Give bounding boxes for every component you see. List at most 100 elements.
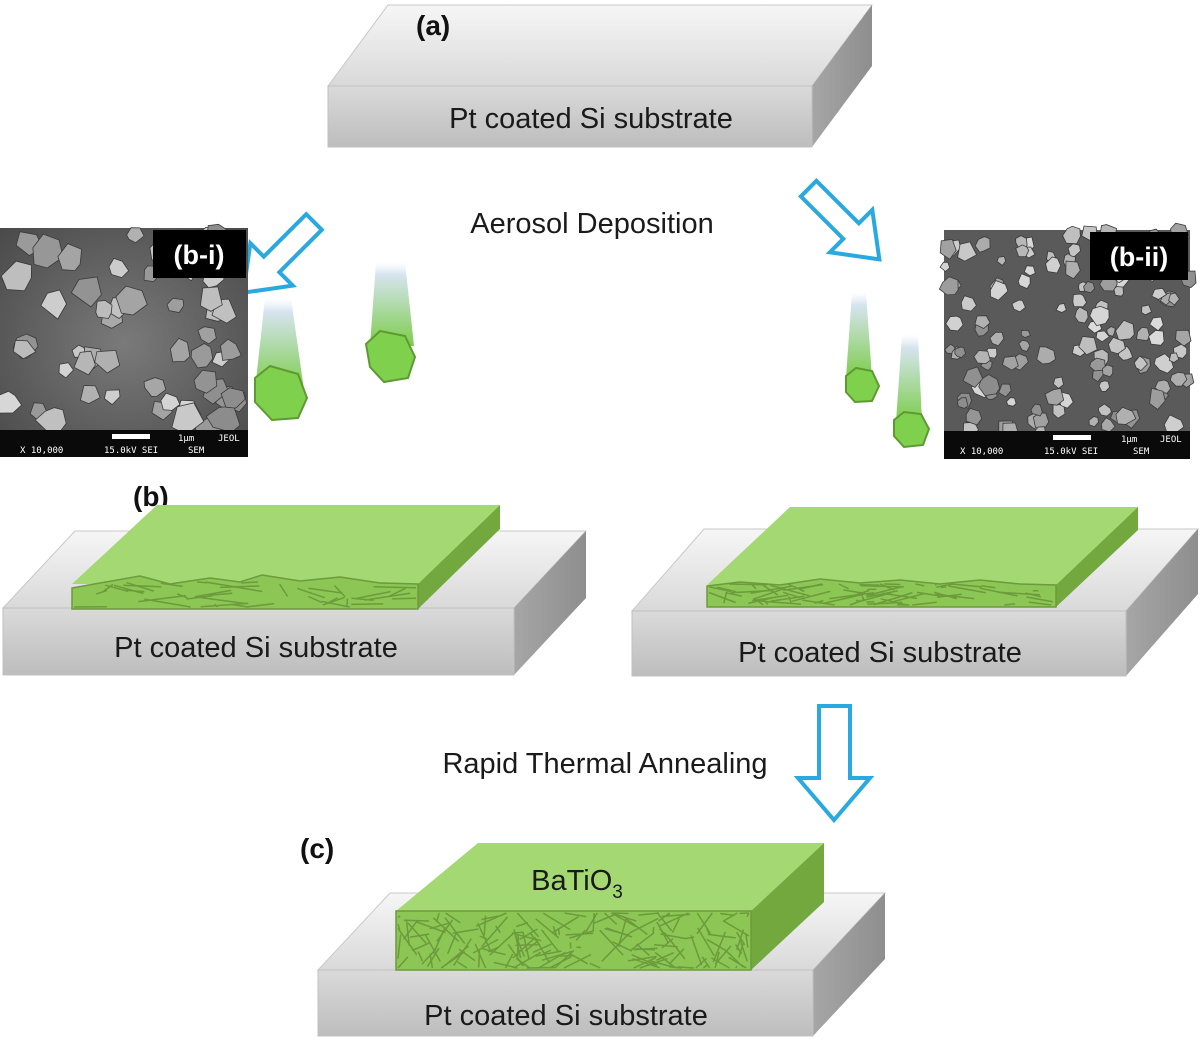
grain-line <box>635 943 651 957</box>
arrow-right-deposition <box>798 178 882 262</box>
sem-grain <box>94 349 121 374</box>
grain-line <box>529 932 539 943</box>
sem-grain <box>1168 292 1181 306</box>
grain-line <box>421 948 437 965</box>
sem-grain <box>95 299 113 319</box>
grain-line <box>685 936 695 940</box>
sem-grain <box>974 236 991 253</box>
grain-line <box>725 591 743 597</box>
sem-grain <box>954 346 966 359</box>
sem-grain <box>1168 352 1180 363</box>
sem-magnification: X 10,000 <box>960 447 1003 457</box>
grain-line <box>603 912 618 925</box>
grain-line <box>866 585 903 597</box>
grain-line <box>754 598 764 606</box>
grain-line <box>516 912 540 938</box>
substrate-b-left-label: Pt coated Si substrate <box>114 632 398 664</box>
sem-grain <box>1018 339 1031 352</box>
grain-line <box>584 912 598 934</box>
grain-line <box>96 589 108 595</box>
grain-line <box>279 583 289 597</box>
grain-line <box>654 951 677 969</box>
sem-grain <box>1099 276 1118 292</box>
grain-line <box>195 596 247 605</box>
grain-line <box>1004 603 1016 606</box>
sem-grain <box>1151 287 1168 300</box>
sem-grain <box>1015 244 1030 258</box>
grain-line <box>752 587 785 601</box>
grain-line <box>880 598 907 606</box>
grain-line <box>1026 596 1053 603</box>
grain-line <box>564 912 587 918</box>
grain-line <box>495 925 502 934</box>
sem-grain <box>1045 256 1062 274</box>
grain-line <box>814 599 824 604</box>
grain-line <box>542 912 571 931</box>
grain-line <box>654 943 678 948</box>
sem-grain <box>12 339 37 360</box>
grain-line <box>552 916 579 934</box>
sem-grain <box>1052 376 1064 389</box>
grain-line <box>750 585 793 595</box>
sem-grain <box>989 331 1005 347</box>
grain-line <box>707 933 736 939</box>
sem-image-b-i: 1μm JEOL X 10,000 15.0kV SEI SEM (b-i) <box>0 223 248 457</box>
sem-grain <box>1148 329 1165 346</box>
grain-line <box>241 581 258 584</box>
grain-line <box>650 960 672 968</box>
grain-line <box>522 931 530 960</box>
grain-line <box>569 953 589 965</box>
grain-line <box>535 918 560 939</box>
sem-grain <box>58 362 75 379</box>
grain-line <box>708 591 736 604</box>
sem-grain <box>115 285 148 316</box>
sem-grain <box>197 326 217 345</box>
sem-grain <box>0 260 32 292</box>
substrate-a: Pt coated Si substrate <box>327 4 873 148</box>
grain-line <box>246 602 275 608</box>
grain-line <box>788 596 792 603</box>
sem-magnification: X 10,000 <box>20 446 63 456</box>
sem-image-b-ii: 1μm JEOL X 10,000 15.0kV SEI SEM (b-ii) <box>938 222 1197 459</box>
sem-grain <box>1149 387 1166 411</box>
grain-line <box>513 932 526 957</box>
sem-grain <box>973 350 991 365</box>
grain-line <box>738 943 744 958</box>
sem-grain <box>1095 330 1110 343</box>
grain-line <box>981 585 996 589</box>
sem-grain <box>199 286 223 312</box>
sem-grain <box>220 338 242 361</box>
grain-line <box>639 957 668 969</box>
grain-line <box>659 912 689 927</box>
grain-line <box>176 593 188 599</box>
grain-line <box>481 915 499 921</box>
sem-mode: SEM <box>1133 447 1150 457</box>
grain-line <box>231 603 248 608</box>
sem-right-tag: (b-ii) <box>1110 242 1168 272</box>
grain-line <box>446 931 458 955</box>
sem-brand-text: JEOL <box>1160 435 1182 445</box>
grain-line <box>589 962 601 969</box>
sem-grain <box>1169 371 1188 387</box>
grain-line <box>364 592 411 601</box>
arrow-annealing <box>793 704 875 824</box>
grain-line <box>829 591 874 600</box>
sem-grain <box>1023 265 1036 277</box>
grain-line <box>632 958 660 969</box>
grain-line <box>696 912 712 934</box>
sem-grain <box>193 369 218 394</box>
grain-line <box>407 922 427 944</box>
sem-grain <box>1175 329 1192 347</box>
grain-line <box>105 584 129 593</box>
sem-grain <box>1102 364 1114 378</box>
sem-grain <box>143 377 167 398</box>
sem-grain <box>40 289 67 320</box>
grain-line <box>557 928 561 936</box>
grain-line <box>916 591 941 597</box>
aerosol-deposition-label: Aerosol Deposition <box>470 208 713 240</box>
sem-grain <box>1074 306 1089 324</box>
grain-line <box>526 966 555 969</box>
sem-grain <box>1083 281 1096 294</box>
grain-line <box>196 581 208 584</box>
grain-line <box>663 932 686 960</box>
